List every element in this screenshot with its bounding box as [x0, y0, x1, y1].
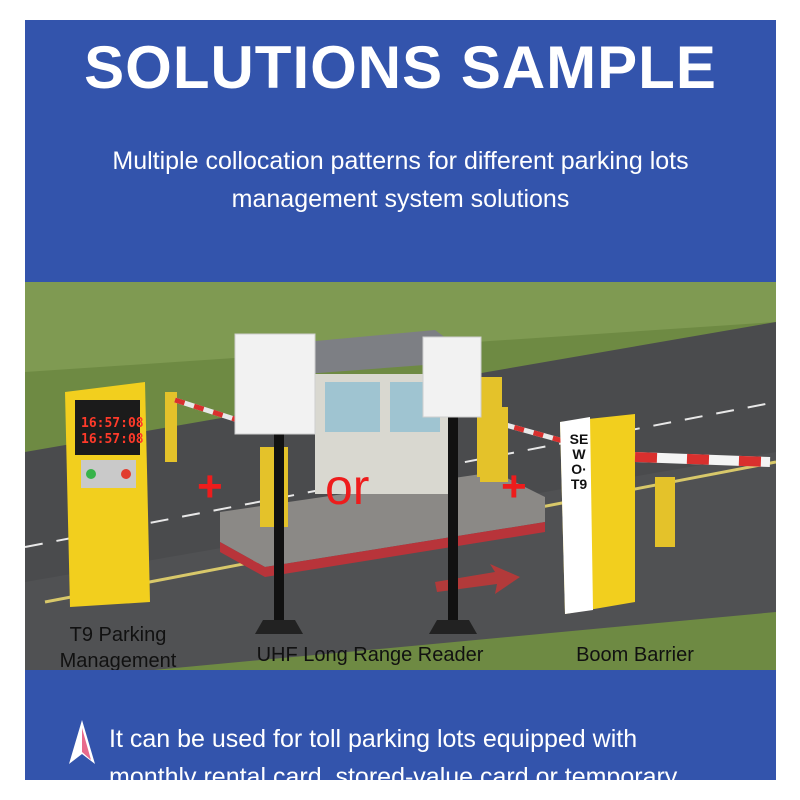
booth-window-1 [325, 382, 380, 432]
boom-barrier-front [560, 417, 593, 614]
t9-label-line-2: Management [59, 650, 177, 672]
boom-arm-stripes [634, 452, 771, 467]
page-title: SOLUTIONS SAMPLE [84, 34, 717, 101]
arrow-up-icon [69, 720, 95, 764]
t9-clock-line-1: 16:57:08 [81, 416, 144, 431]
plus-sign-1: + [197, 462, 223, 511]
reader-2-pole [448, 412, 458, 622]
footer-panel: It can be used for toll parking lots equ… [25, 670, 776, 780]
reader-1-panel [234, 333, 316, 435]
uhf-reader-label: UHF Long Range Reader [256, 644, 484, 666]
reader-1-base [255, 620, 303, 634]
page-subtitle: Multiple collocation patterns for differ… [25, 142, 776, 218]
or-word: or [325, 459, 370, 515]
reader-2-base [429, 620, 477, 634]
boom-barrier-brand: SEWO·T9 [569, 431, 589, 492]
plus-sign-2: + [501, 462, 527, 511]
mid-barrier-stripes [494, 419, 586, 450]
toll-island [220, 472, 545, 567]
t9-green-button [86, 469, 96, 479]
usage-note: It can be used for toll parking lots equ… [109, 720, 769, 780]
t9-parking-label: T9 Parking Management [43, 622, 193, 674]
island-curb [220, 522, 545, 577]
far-barrier-post [165, 392, 177, 462]
far-grass [25, 282, 776, 372]
t9-display [75, 400, 140, 455]
t9-red-button [121, 469, 131, 479]
boom-rest-post [655, 477, 675, 547]
header-panel: SOLUTIONS SAMPLE Multiple collocation pa… [25, 20, 776, 282]
solution-sample-frame: SOLUTIONS SAMPLE Multiple collocation pa… [25, 20, 776, 780]
subtitle-line-1: Multiple collocation patterns for differ… [112, 147, 689, 175]
reader-2-panel [422, 336, 482, 418]
reader-1-pole [274, 432, 284, 622]
subtitle-line-2: management system solutions [231, 185, 570, 213]
t9-label-line-1: T9 Parking [69, 624, 167, 646]
t9-clock-line-2: 16:57:08 [81, 432, 144, 447]
usage-note-line-1: It can be used for toll parking lots equ… [109, 725, 638, 753]
parking-lot-scene: 16:57:08 16:57:08 + or + SEWO·T9 T9 Park… [25, 282, 776, 682]
scene-illustration [25, 282, 776, 682]
boom-barrier-label: Boom Barrier [576, 644, 694, 666]
usage-note-line-2: monthly rental card, stored-value card o… [109, 763, 678, 780]
